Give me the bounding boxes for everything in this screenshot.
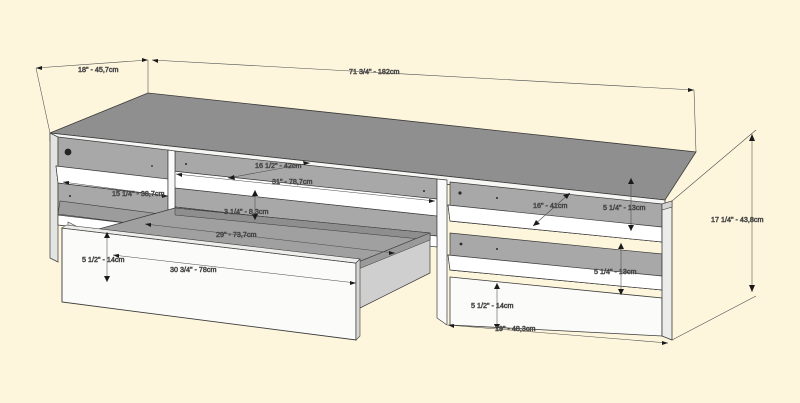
- dimension-label-depth-top-left: 18" - 45,7cm: [78, 65, 119, 74]
- dimension-width-overall: 71 3/4" - 182cm: [151, 59, 697, 153]
- dimension-drawer-front-height: 5 1/2" - 14cm: [82, 232, 125, 282]
- dimension-label-right-shelf-gap-upper: 5 1/4" - 13cm: [603, 203, 646, 212]
- dimension-overall-height: 17 1/4" - 43,8cm: [671, 129, 764, 341]
- right-side-panel-top-edge: [661, 200, 673, 211]
- left-side-panel: [49, 132, 59, 263]
- right-side-outer-panel: [661, 200, 673, 341]
- dowel-dot: [151, 165, 153, 167]
- dimension-center-shelf-width: 31" - 78,7cm: [175, 173, 436, 203]
- dimension-label-overall-height: 17 1/4" - 43,8cm: [711, 215, 764, 224]
- dimension-label-right-compartment-width: 19" - 48,3cm: [495, 324, 536, 333]
- dimension-label-drawer-gap-height: 3 1/4" - 8,3cm: [224, 207, 269, 216]
- dimension-label-width-overall: 71 3/4" - 182cm: [349, 67, 400, 76]
- furniture-body: [49, 92, 697, 341]
- dimension-right-shelf-depth: 16" - 41cm: [533, 192, 571, 227]
- dimension-label-left-shelf-depth: 15 1/4" - 38,7cm: [112, 189, 165, 198]
- dowel-dot: [69, 195, 71, 197]
- dimension-center-shelf-depth: 16 1/2" - 42cm: [227, 161, 311, 180]
- dimension-depth-top-left: 18" - 45,7cm: [35, 58, 149, 134]
- dowel-dot: [496, 197, 498, 199]
- dowel-dot: [459, 242, 463, 246]
- dimension-right-shelf-gap-lower: 5 1/4" - 13cm: [594, 243, 637, 295]
- dimension-label-drawer-inner-width: 29" - 73,7cm: [216, 230, 257, 239]
- dimension-label-center-shelf-depth: 16 1/2" - 42cm: [255, 161, 302, 170]
- dimension-label-center-shelf-width: 31" - 78,7cm: [272, 177, 313, 186]
- dimension-drawer-front-width: 30 3/4" - 78cm: [112, 254, 357, 285]
- dimension-label-drawer-front-height: 5 1/2" - 14cm: [82, 255, 125, 264]
- dimension-drawer-inner-width: 29" - 73,7cm: [144, 223, 396, 255]
- dowel-dot: [458, 191, 462, 195]
- divider-panel-right: [436, 178, 448, 326]
- dowel-dot: [185, 163, 187, 165]
- dimension-label-right-shelf-depth: 16" - 41cm: [533, 201, 568, 210]
- dimension-label-drawer-front-width: 30 3/4" - 78cm: [170, 265, 217, 274]
- dimension-right-compartment-width: 19" - 48,3cm: [447, 324, 669, 345]
- dimension-right-shelf-gap-upper: 5 1/4" - 13cm: [603, 178, 646, 231]
- dimension-right-base-height: 5 1/2" - 14cm: [471, 283, 514, 330]
- dowel-dot: [496, 248, 498, 250]
- dimension-label-right-base-height: 5 1/2" - 14cm: [471, 301, 514, 310]
- dimension-label-right-shelf-gap-lower: 5 1/4" - 13cm: [594, 267, 637, 276]
- dimension-annotations: 18" - 45,7cm 71 3/4" - 182cm 16 1/2" - 4…: [35, 58, 764, 345]
- cable-hole-icon: [64, 148, 72, 156]
- dowel-dot: [423, 190, 425, 192]
- drawer-front-right-return: [355, 258, 361, 341]
- dimension-drawer-gap-height: 3 1/4" - 8,3cm: [224, 190, 269, 220]
- dimension-left-shelf-depth: 15 1/4" - 38,7cm: [62, 181, 169, 198]
